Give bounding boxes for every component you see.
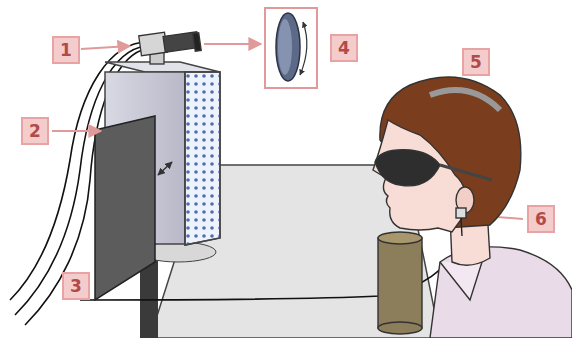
dark-screen <box>95 116 155 300</box>
filter-inset <box>265 8 317 88</box>
callout-number: 4 <box>330 34 358 62</box>
filter-disc <box>278 19 292 75</box>
rotate-arrow <box>300 22 307 75</box>
camera <box>139 32 201 64</box>
callout-number: 1 <box>52 36 80 64</box>
move-arrow <box>158 162 172 175</box>
callout-number: 3 <box>62 272 90 300</box>
callout-number: 5 <box>462 48 490 76</box>
callout-number: 2 <box>21 117 49 145</box>
chin-rest <box>378 232 422 334</box>
callout-number: 6 <box>527 205 555 233</box>
participant <box>373 77 572 338</box>
filter-disc <box>276 13 300 81</box>
